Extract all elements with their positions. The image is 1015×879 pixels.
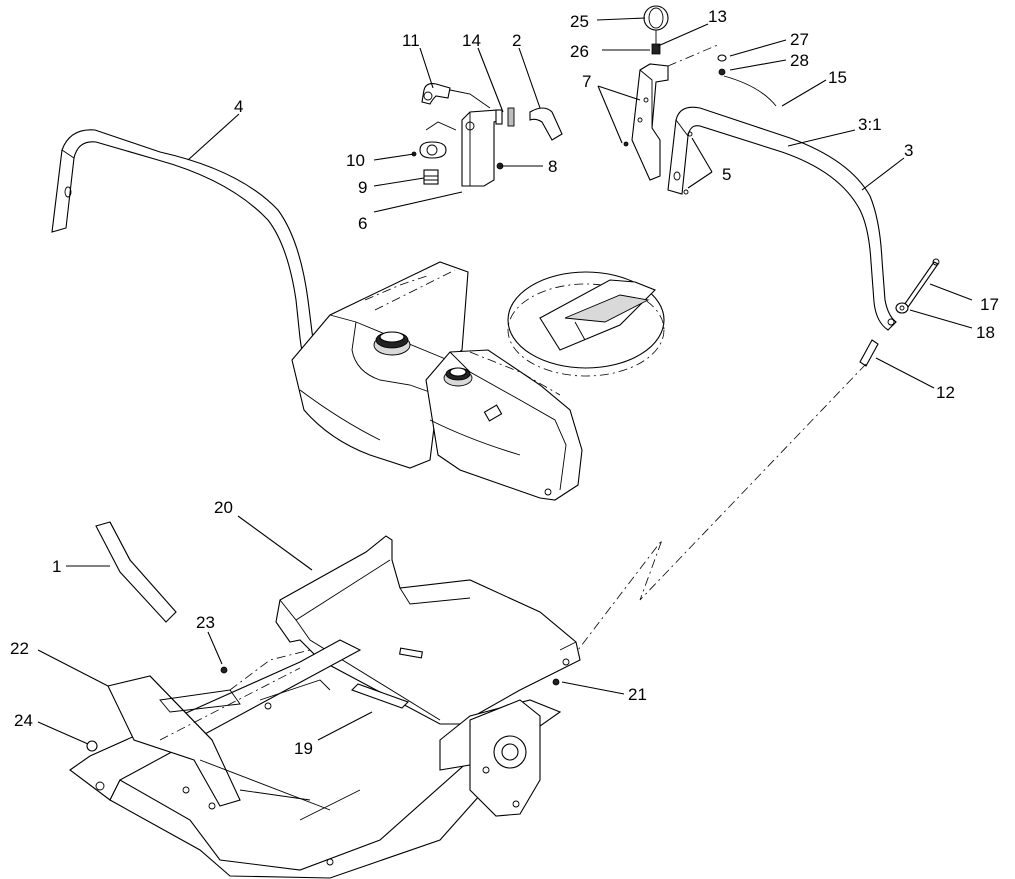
callout-28: 28 [790, 51, 809, 70]
callout-18: 18 [976, 323, 995, 342]
callout-6: 6 [358, 214, 367, 233]
callout-12: 12 [936, 383, 955, 402]
fuel-tank-left [291, 261, 469, 469]
callout-13: 13 [708, 7, 727, 26]
callout-24: 24 [14, 711, 33, 730]
callout-11: 11 [402, 31, 420, 50]
fuel-tank-right [425, 349, 583, 501]
part-3-right-strap [667, 106, 897, 331]
callout-8: 8 [548, 157, 557, 176]
right-hardware [577, 258, 940, 651]
callout-7: 7 [582, 72, 591, 91]
callout-3-1: 3:1 [858, 115, 882, 134]
callout-10: 10 [346, 151, 365, 170]
callout-21: 21 [628, 685, 647, 704]
callout-9: 9 [358, 178, 367, 197]
callout-14: 14 [462, 31, 481, 50]
part-20-seat-plate [275, 535, 581, 725]
callout-26: 26 [570, 42, 589, 61]
callout-3: 3 [904, 141, 913, 160]
leader-lines [37, 17, 973, 745]
callout-25: 25 [570, 12, 589, 31]
upper-right-bracket [623, 5, 777, 195]
callout-27: 27 [790, 30, 809, 49]
part-4-left-strap [51, 129, 324, 387]
callout-labels: 25 13 26 27 28 11 14 2 7 15 4 3:1 3 10 8… [10, 7, 999, 758]
callout-5: 5 [722, 165, 731, 184]
callout-20: 20 [214, 498, 233, 517]
callout-19: 19 [294, 739, 313, 758]
callout-1: 1 [52, 557, 61, 576]
callout-15: 15 [828, 68, 847, 87]
callout-23: 23 [196, 613, 215, 632]
tank-cover-disc [507, 271, 665, 377]
callout-22: 22 [10, 639, 29, 658]
main-frame [69, 639, 562, 879]
callout-17: 17 [980, 295, 999, 314]
callout-2: 2 [512, 31, 521, 50]
part-1-strap [95, 521, 177, 623]
callout-4: 4 [234, 97, 243, 116]
fuel-line-assembly [411, 83, 563, 187]
